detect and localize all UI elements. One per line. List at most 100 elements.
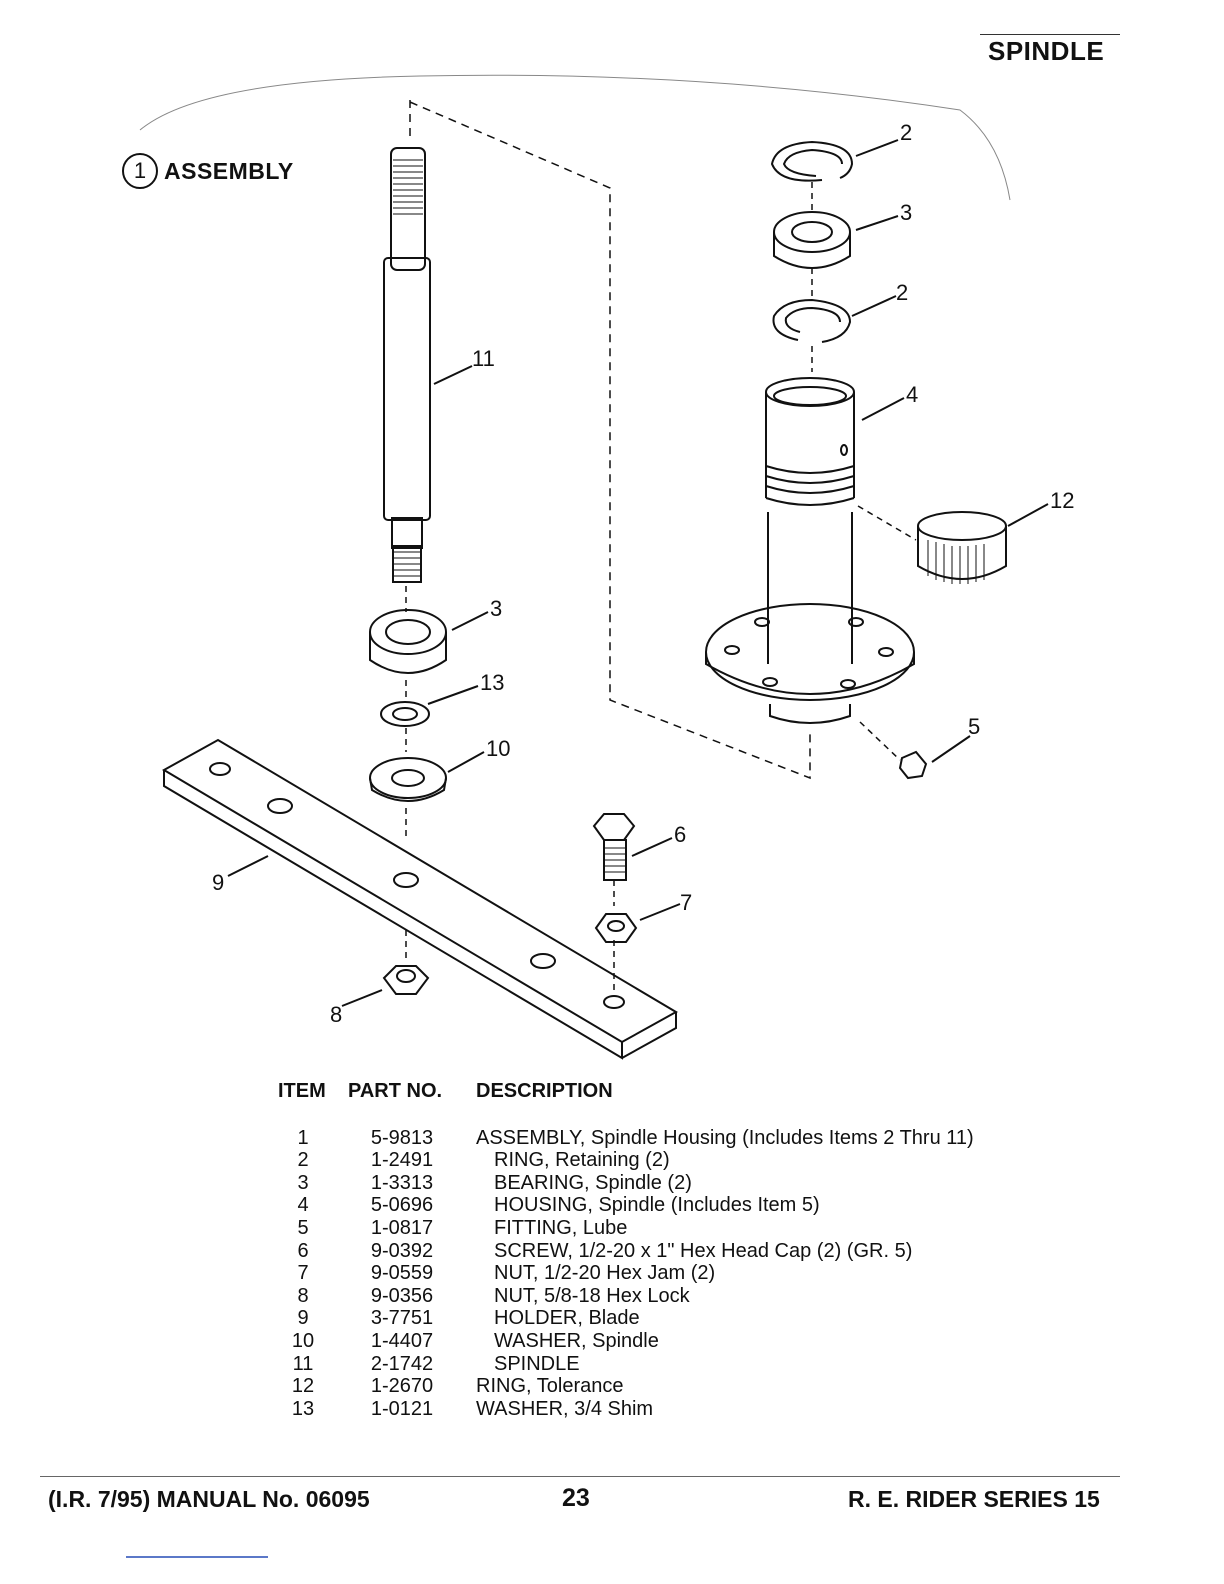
header-item: ITEM (278, 1080, 326, 1102)
parts-list-header: ITEM PART NO. DESCRIPTION (278, 1080, 974, 1103)
table-row: 10 1-4407 WASHER, Spindle (278, 1330, 974, 1353)
row-item: 3 (297, 1171, 309, 1194)
retaining-ring-lower-part (772, 298, 852, 343)
table-row: 7 9-0559 NUT, 1/2-20 Hex Jam (2) (278, 1262, 974, 1285)
shim-washer-part (380, 701, 430, 727)
row-description: BEARING, Spindle (2) (494, 1171, 692, 1194)
row-item: 13 (291, 1397, 315, 1420)
row-item: 10 (291, 1329, 315, 1352)
callout-label: 13 (480, 670, 504, 695)
callout-label: 10 (486, 736, 510, 761)
row-description: SCREW, 1/2-20 x 1" Hex Head Cap (2) (GR.… (494, 1239, 913, 1262)
header-description: DESCRIPTION (476, 1080, 613, 1102)
parts-list: ITEM PART NO. DESCRIPTION 1 5-9813 ASSEMBL… (278, 1080, 974, 1420)
row-item: 2 (297, 1149, 309, 1172)
callout-label: 4 (906, 382, 918, 407)
assembly-number-circle: 1 (122, 153, 158, 189)
row-description: SPINDLE (494, 1352, 580, 1375)
row-part-no: 5-0696 (370, 1194, 434, 1217)
row-item: 9 (297, 1307, 309, 1330)
dashed-connector (409, 100, 811, 780)
table-row: 6 9-0392 SCREW, 1/2-20 x 1" Hex Head Cap (… (278, 1240, 974, 1263)
hex-lock-nut-part (382, 965, 430, 995)
leader-lines (227, 139, 1049, 1007)
callout-label: 8 (330, 1002, 342, 1027)
row-part-no: 3-7751 (370, 1307, 434, 1330)
spindle-shaft-part (383, 147, 431, 583)
table-row: 5 1-0817 FITTING, Lube (278, 1217, 974, 1240)
bearing-left-part (369, 609, 447, 674)
row-item: 6 (297, 1239, 309, 1262)
row-item: 7 (297, 1262, 309, 1285)
row-item: 1 (297, 1126, 309, 1149)
blade-holder-part (161, 738, 679, 1060)
footer-rule (40, 1476, 1120, 1477)
row-description: WASHER, Spindle (494, 1329, 659, 1352)
dashed-leader-lines (857, 505, 917, 761)
callout-label: 2 (900, 120, 912, 145)
callout-label: 2 (896, 280, 908, 305)
exploded-diagram: 2 3 2 4 12 5 11 3 13 10 6 7 9 8 (139, 74, 1074, 1060)
row-part-no: 1-3313 (370, 1171, 434, 1194)
series-name: R. E. RIDER SERIES 15 (848, 1486, 1100, 1512)
row-item: 5 (297, 1216, 309, 1239)
row-part-no: 1-2670 (370, 1375, 434, 1398)
callout-label: 11 (472, 346, 495, 371)
callout-label: 6 (674, 822, 686, 847)
row-item: 4 (297, 1194, 309, 1217)
row-part-no: 5-9813 (370, 1126, 434, 1149)
row-description: WASHER, 3/4 Shim (476, 1397, 654, 1420)
row-description: ASSEMBLY, Spindle Housing (Includes Item… (476, 1126, 974, 1149)
tolerance-ring-part (917, 511, 1007, 584)
jam-nut-part (594, 913, 638, 943)
row-part-no: 1-0121 (370, 1397, 434, 1420)
row-part-no: 1-0817 (370, 1216, 434, 1239)
table-row: 13 1-0121 WASHER, 3/4 Shim (278, 1398, 974, 1421)
parts-list-rows: 1 5-9813 ASSEMBLY, Spindle Housing (Includ… (278, 1127, 974, 1421)
spindle-housing-part (705, 377, 915, 724)
table-row: 2 1-2491 RING, Retaining (2) (278, 1149, 974, 1172)
bottom-rule (126, 1556, 268, 1558)
table-row: 9 3-7751 HOLDER, Blade (278, 1307, 974, 1330)
row-description: FITTING, Lube (494, 1216, 628, 1239)
table-row: 3 1-3313 BEARING, Spindle (2) (278, 1172, 974, 1195)
table-row: 11 2-1742 SPINDLE (278, 1353, 974, 1376)
header-rule (980, 34, 1120, 35)
assembly-label: 1 ASSEMBLY (122, 153, 294, 189)
callout-labels: 2 3 2 4 12 5 11 3 13 10 6 7 9 8 (212, 120, 1074, 1027)
lube-fitting-part (898, 750, 928, 780)
page-title: SPINDLE (988, 36, 1105, 66)
row-description: NUT, 5/8-18 Hex Lock (494, 1284, 690, 1307)
callout-label: 9 (212, 870, 224, 895)
row-part-no: 1-4407 (370, 1329, 434, 1352)
table-row: 12 1-2670 RING, Tolerance (278, 1375, 974, 1398)
assembly-title: ASSEMBLY (164, 157, 294, 184)
callout-label: 12 (1050, 488, 1074, 513)
row-description: NUT, 1/2-20 Hex Jam (2) (494, 1262, 716, 1285)
callout-label: 3 (490, 596, 502, 621)
header-part-no: PART NO. (348, 1080, 443, 1102)
table-row: 4 5-0696 HOUSING, Spindle (Includes Item 5… (278, 1194, 974, 1217)
row-part-no: 1-2491 (370, 1149, 434, 1172)
row-part-no: 9-0392 (370, 1239, 434, 1262)
row-description: RING, Retaining (2) (494, 1149, 670, 1172)
retaining-ring-upper-part (770, 140, 854, 182)
border-curve-top (139, 74, 1011, 201)
row-item: 11 (292, 1352, 314, 1375)
page-number: 23 (562, 1484, 590, 1512)
bearing-right-part (773, 211, 851, 269)
hex-screw-part (592, 813, 636, 881)
row-description: HOUSING, Spindle (Includes Item 5) (494, 1194, 820, 1217)
row-description: RING, Tolerance (476, 1375, 624, 1398)
row-part-no: 9-0356 (370, 1284, 434, 1307)
row-part-no: 9-0559 (370, 1262, 434, 1285)
callout-label: 3 (900, 200, 912, 225)
callout-label: 5 (968, 714, 980, 739)
row-description: HOLDER, Blade (494, 1307, 640, 1330)
row-item: 12 (291, 1375, 315, 1398)
row-part-no: 2-1742 (370, 1352, 434, 1375)
manual-number: (I.R. 7/95) MANUAL No. 06095 (48, 1486, 370, 1512)
spindle-washer-part (369, 757, 447, 802)
table-row: 1 5-9813 ASSEMBLY, Spindle Housing (Includ… (278, 1126, 974, 1150)
